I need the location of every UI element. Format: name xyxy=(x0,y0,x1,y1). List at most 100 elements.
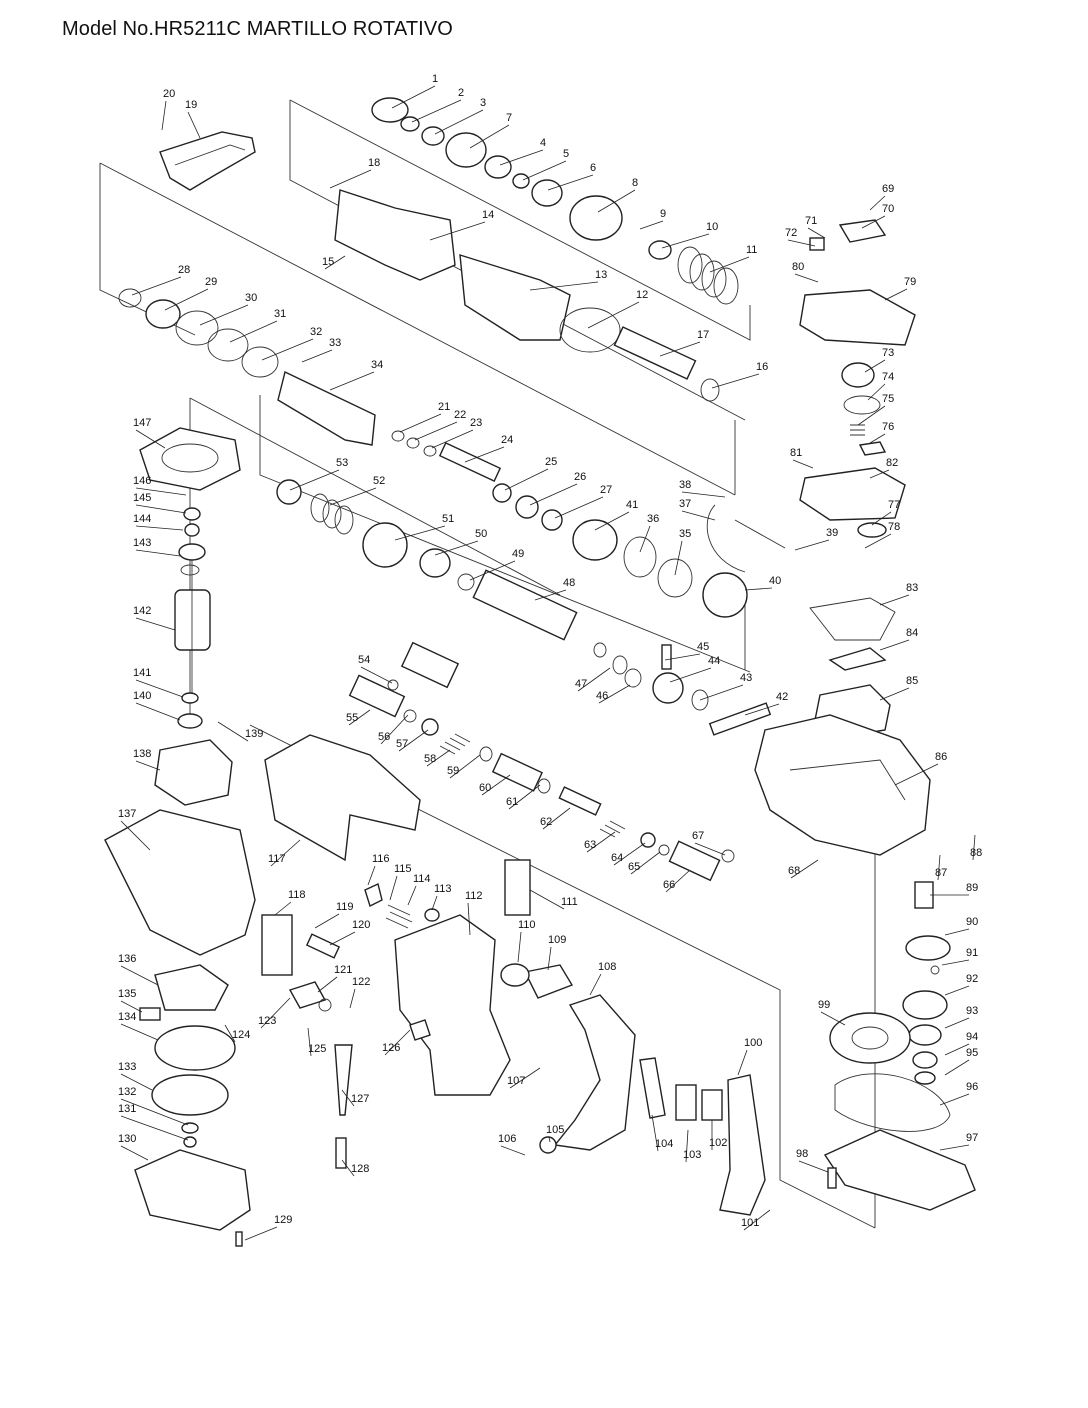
leader-line-135 xyxy=(120,1000,143,1013)
part-number-95: 95 xyxy=(966,1047,978,1059)
part-number-29: 29 xyxy=(205,276,217,288)
part-number-34: 34 xyxy=(371,359,383,371)
leader-line-12 xyxy=(587,301,640,329)
part-number-71: 71 xyxy=(805,215,817,227)
part-number-116: 116 xyxy=(372,853,390,865)
leader-line-1 xyxy=(391,85,436,109)
leader-line-55 xyxy=(348,709,371,726)
leader-line-111 xyxy=(529,889,565,910)
leader-line-73 xyxy=(864,359,886,373)
leader-line-42 xyxy=(744,703,780,716)
leader-line-53 xyxy=(289,469,340,491)
leader-line-50 xyxy=(434,540,479,556)
part-number-123: 123 xyxy=(258,1015,276,1027)
part-number-66: 66 xyxy=(663,879,675,891)
part-number-13: 13 xyxy=(595,269,607,281)
ring-32 xyxy=(241,346,279,378)
leader-line-74 xyxy=(867,383,886,401)
gear-housing-86 xyxy=(754,714,931,856)
leader-line-4 xyxy=(499,149,544,166)
part-number-44: 44 xyxy=(708,655,720,667)
part-number-139: 139 xyxy=(245,728,263,740)
gasket-96 xyxy=(834,1073,951,1132)
leader-line-41 xyxy=(594,511,630,531)
leader-line-32 xyxy=(261,338,314,361)
leader-line-27 xyxy=(554,496,604,519)
leader-line-40 xyxy=(744,587,773,591)
leader-line-39 xyxy=(794,539,830,551)
part-number-109: 109 xyxy=(548,934,566,946)
part-number-1: 1 xyxy=(432,73,438,85)
leader-line-120 xyxy=(329,931,356,946)
part-number-64: 64 xyxy=(611,852,623,864)
baffle-147 xyxy=(139,427,241,491)
leader-line-125 xyxy=(307,1027,312,1057)
leader-line-132 xyxy=(120,1098,189,1126)
leader-line-91 xyxy=(941,959,970,966)
part-number-131: 131 xyxy=(118,1103,136,1115)
housing-14 xyxy=(334,189,456,281)
leader-line-147 xyxy=(135,429,166,449)
gasket-83 xyxy=(809,597,896,641)
part-number-28: 28 xyxy=(178,264,190,276)
part-number-124: 124 xyxy=(232,1029,250,1041)
part-number-55: 55 xyxy=(346,712,358,724)
leader-line-3 xyxy=(434,109,484,135)
leader-line-78 xyxy=(864,533,892,549)
leader-line-116 xyxy=(367,865,376,886)
part-number-45: 45 xyxy=(697,641,709,653)
leader-line-15 xyxy=(324,255,346,270)
part-6 xyxy=(531,179,563,207)
leader-line-129 xyxy=(244,1226,278,1241)
leader-line-146 xyxy=(135,487,187,496)
part-number-60: 60 xyxy=(479,782,491,794)
leader-line-43 xyxy=(699,684,744,701)
part-number-39: 39 xyxy=(826,527,838,539)
part-number-143: 143 xyxy=(133,537,151,549)
leader-line-64 xyxy=(613,842,646,866)
leader-line-29 xyxy=(164,288,209,311)
leader-line-30 xyxy=(199,304,249,326)
leader-line-126 xyxy=(384,1029,411,1056)
part-number-113: 113 xyxy=(434,883,452,895)
part-number-72: 72 xyxy=(785,227,797,239)
part-number-144: 144 xyxy=(133,513,151,525)
motor-housing-137 xyxy=(104,809,256,956)
leader-line-84 xyxy=(879,639,910,651)
leader-line-7 xyxy=(469,124,510,149)
leader-line-17 xyxy=(659,341,701,357)
part-number-112: 112 xyxy=(465,890,483,902)
cover-97 xyxy=(823,1129,976,1211)
part-number-104: 104 xyxy=(655,1138,673,1150)
part-number-106: 106 xyxy=(498,1133,516,1145)
housing-13 xyxy=(459,254,571,341)
leader-line-62 xyxy=(542,807,571,830)
part-number-135: 135 xyxy=(118,988,136,1000)
leader-line-107 xyxy=(509,1067,541,1089)
part-number-21: 21 xyxy=(438,401,450,413)
part-number-115: 115 xyxy=(394,863,412,875)
ring-29 xyxy=(145,299,181,329)
ring-134 xyxy=(154,1025,236,1071)
part-number-12: 12 xyxy=(636,289,648,301)
part-number-91: 91 xyxy=(966,947,978,959)
part-number-73: 73 xyxy=(882,347,894,359)
part-3 xyxy=(421,126,445,146)
leader-line-2 xyxy=(411,99,462,123)
leader-line-47 xyxy=(577,667,611,692)
leader-line-117 xyxy=(270,839,301,867)
part-number-53: 53 xyxy=(336,457,348,469)
leader-line-33 xyxy=(301,349,333,363)
leader-line-38 xyxy=(681,491,726,498)
part-number-18: 18 xyxy=(368,157,380,169)
armature-142 xyxy=(174,589,211,651)
leader-line-48 xyxy=(534,589,567,601)
shaft-17 xyxy=(613,326,697,380)
part-number-138: 138 xyxy=(133,748,151,760)
part-number-49: 49 xyxy=(512,548,524,560)
grip-100 xyxy=(719,1074,766,1216)
leader-line-86 xyxy=(894,763,939,786)
leader-line-34 xyxy=(329,371,375,391)
cylinder-34 xyxy=(277,370,376,446)
part-number-30: 30 xyxy=(245,292,257,304)
